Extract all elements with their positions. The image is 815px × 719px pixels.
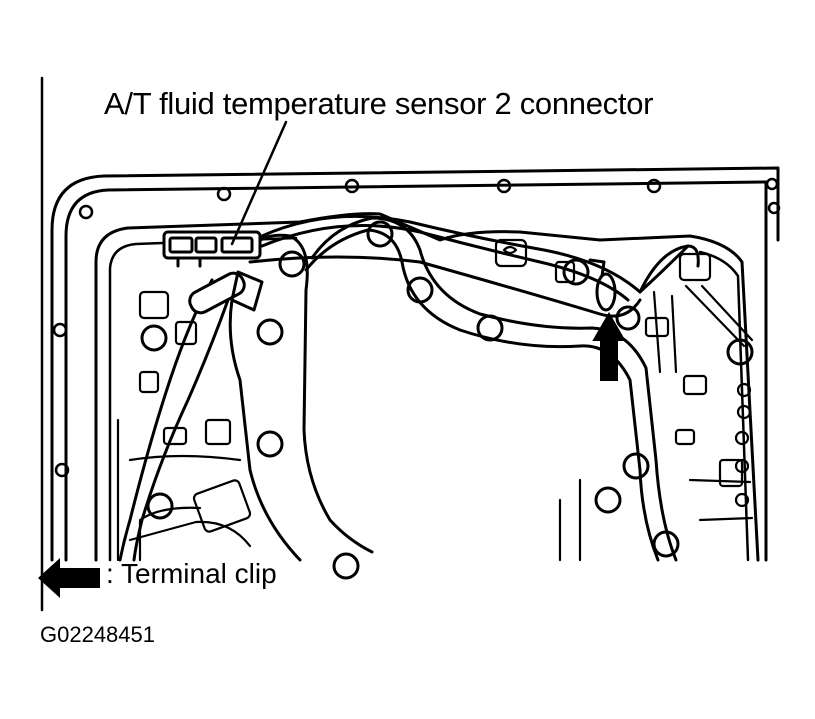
callout-leader-line	[230, 120, 288, 246]
valve-body-outline	[94, 212, 760, 562]
valve-body-details	[116, 238, 754, 562]
sensor-2-connector	[162, 230, 262, 268]
callout-label: A/T fluid temperature sensor 2 connector	[104, 86, 654, 121]
terminal-clip-arrow-icon	[592, 311, 626, 381]
oil-pan-gasket-outline	[50, 166, 780, 562]
figure-code: G02248451	[40, 622, 155, 647]
wire-harness	[118, 214, 700, 562]
legend-text: : Terminal clip	[106, 558, 277, 589]
wire-sleeve	[188, 270, 264, 315]
black-arrow-icon	[38, 558, 100, 598]
separator-plate-arch	[304, 216, 678, 562]
valve-body-bolts	[140, 220, 754, 580]
gasket-bolt-holes	[52, 177, 781, 478]
terminal-clip	[588, 258, 617, 312]
separator-plate-left	[228, 233, 374, 562]
